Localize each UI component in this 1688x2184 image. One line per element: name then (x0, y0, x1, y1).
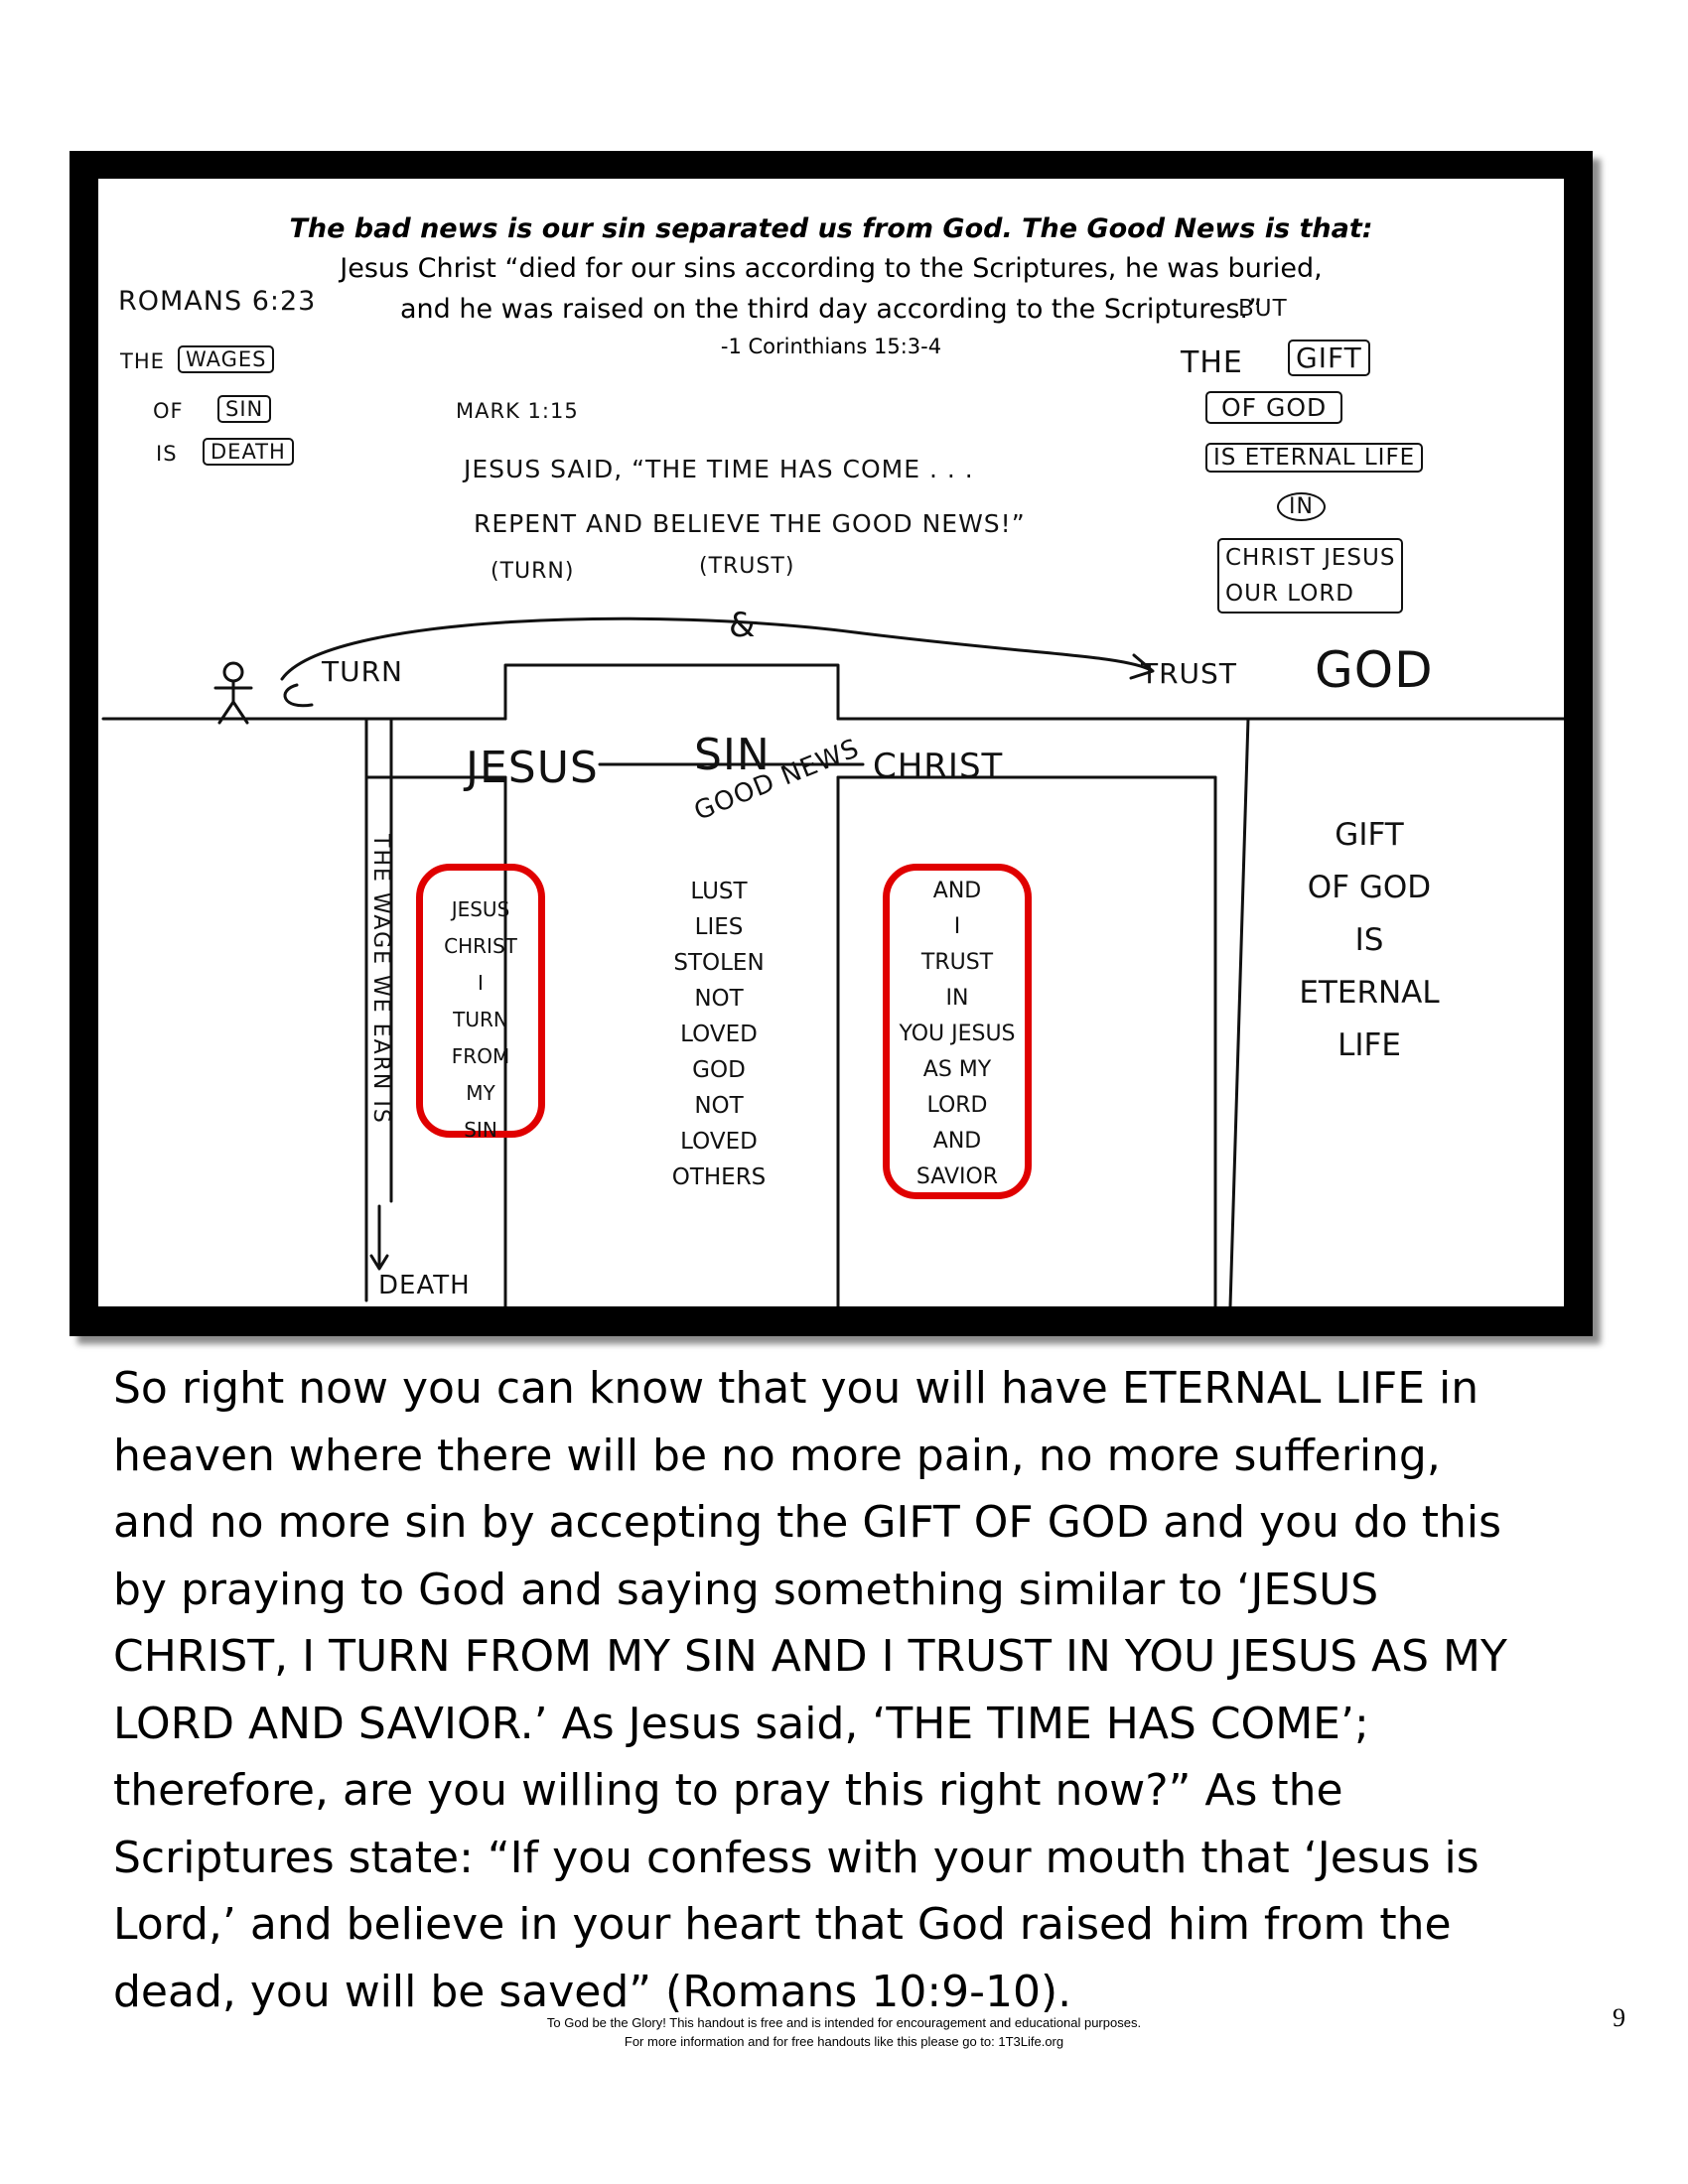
gift-box: GIFT (1288, 340, 1370, 376)
body-line: So right now you can know that you will … (113, 1363, 1479, 1414)
wages-the: THE (120, 349, 165, 373)
death-box: DEATH (203, 438, 294, 466)
gift-word: GIFT (1335, 817, 1404, 853)
body-line: CHRIST, I TURN FROM MY SIN AND I TRUST I… (113, 1631, 1507, 1682)
wage-we-earn-label: THE WAGE WE EARN IS (368, 834, 393, 1125)
turn-label: TURN (322, 655, 403, 688)
prayer-turn-word: I (478, 971, 484, 995)
cross-sin-label: SIN (694, 730, 771, 780)
sin-box: SIN (217, 395, 272, 423)
trust-note: (TRUST) (699, 554, 795, 579)
wages-is: IS (156, 442, 178, 466)
prayer-turn-word: CHRIST (444, 934, 517, 958)
gift-word: OF GOD (1307, 870, 1432, 905)
gift-word: ETERNAL (1299, 975, 1440, 1011)
sin-word: STOLEN (673, 950, 765, 976)
wages-of: OF (153, 399, 184, 423)
prayer-trust-word: YOU JESUS (899, 1022, 1016, 1046)
prayer-turn-text: JESUS CHRIST I TURN FROM MY SIN (396, 891, 565, 1149)
body-line: dead, you will be saved” (Romans 10:9-10… (113, 1966, 1072, 2017)
wages-box: WAGES (178, 345, 275, 373)
sin-word: LOVED (680, 1022, 758, 1047)
prayer-turn-word: FROM (451, 1044, 510, 1068)
prayer-trust-word: AS MY (922, 1057, 992, 1082)
sin-word: GOD (692, 1057, 746, 1083)
repent-believe-line: REPENT AND BELIEVE THE GOOD NEWS!” (474, 509, 1026, 538)
eternal-life-box: IS ETERNAL LIFE (1205, 443, 1424, 473)
footer-line-2: For more information and for free handou… (624, 2034, 1064, 2049)
sin-word: NOT (694, 986, 744, 1012)
footer: To God be the Glory! This handout is fre… (0, 2013, 1688, 2051)
trust-label: TRUST (1141, 657, 1237, 690)
body-line: heaven where there will be no more pain,… (113, 1430, 1441, 1481)
death-label: DEATH (378, 1271, 471, 1300)
scripture-quote-line-2: and he was raised on the third day accor… (399, 294, 1263, 325)
gift-word: LIFE (1337, 1027, 1401, 1063)
prayer-trust-word: LORD (926, 1093, 988, 1118)
diagram-canvas: The bad news is our sin separated us fro… (98, 179, 1564, 1306)
body-paragraph: So right now you can know that you will … (113, 1355, 1583, 2025)
prayer-trust-word: TRUST (920, 950, 994, 975)
body-line: LORD AND SAVIOR.’ As Jesus said, ‘THE TI… (113, 1698, 1369, 1749)
prayer-trust-word: I (953, 914, 961, 939)
in-circle: IN (1277, 492, 1326, 521)
prayer-turn-word: SIN (464, 1118, 497, 1142)
sin-word: OTHERS (671, 1164, 767, 1190)
diagram-frame: The bad news is our sin separated us fro… (70, 151, 1593, 1336)
turn-note: (TURN) (491, 559, 575, 584)
sin-word: NOT (694, 1093, 744, 1119)
our-lord-label: OUR LORD (1225, 581, 1355, 607)
god-label: GOD (1315, 641, 1434, 699)
prayer-turn-word: JESUS (451, 897, 510, 921)
stick-figure-icon (213, 661, 253, 725)
christ-jesus-box: CHRIST JESUS OUR LORD (1217, 538, 1404, 614)
prayer-turn-word: TURN (453, 1008, 508, 1031)
prayer-trust-text: AND I TRUST IN YOU JESUS AS MY LORD AND SAVIOR (883, 874, 1032, 1195)
footer-line-1: To God be the Glory! This handout is fre… (546, 2015, 1142, 2030)
and-symbol: & (729, 606, 757, 645)
prayer-trust-word: AND (932, 1129, 982, 1154)
sin-word: LIES (694, 914, 744, 940)
prayer-trust-word: SAVIOR (915, 1164, 999, 1189)
body-line: by praying to God and saying something s… (113, 1564, 1379, 1615)
diagram-line-art (101, 616, 1564, 1306)
body-line: therefore, are you willing to pray this … (113, 1765, 1343, 1816)
body-line: Scriptures state: “If you confess with y… (113, 1832, 1479, 1883)
cross-christ-label: CHRIST (873, 747, 1004, 786)
sins-list: LUST LIES STOLEN NOT LOVED GOD NOT LOVED OTHERS (654, 874, 783, 1195)
prayer-trust-word: IN (945, 986, 969, 1011)
body-line: Lord,’ and believe in your heart that Go… (113, 1899, 1452, 1950)
body-line: and no more sin by accepting the GIFT OF… (113, 1497, 1502, 1548)
prayer-turn-highlight (416, 864, 545, 1138)
prayer-trust-highlight (883, 864, 1032, 1199)
sin-word: LUST (690, 879, 748, 904)
gift-the: THE (1181, 345, 1243, 380)
but-label: BUT (1238, 296, 1288, 322)
prayer-trust-word: AND (932, 879, 982, 903)
of-god-box: OF GOD (1205, 391, 1343, 424)
mark-reference: MARK 1:15 (456, 399, 579, 423)
gift-word: IS (1354, 922, 1384, 958)
jesus-said-line: JESUS SAID, “THE TIME HAS COME . . . (464, 455, 974, 483)
scripture-quote-line-1: Jesus Christ “died for our sins accordin… (340, 253, 1323, 284)
prayer-turn-word: MY (466, 1081, 495, 1105)
romans-reference: ROMANS 6:23 (118, 286, 317, 317)
cross-jesus-label: JESUS (466, 743, 599, 793)
sin-word: LOVED (680, 1129, 758, 1155)
gift-of-god-text: GIFT OF GOD IS ETERNAL LIFE (1265, 809, 1474, 1072)
page-number: 9 (1613, 2003, 1625, 2032)
bad-news-heading: The bad news is our sin separated us fro… (289, 213, 1373, 244)
scripture-citation: -1 Corinthians 15:3-4 (720, 335, 942, 358)
christ-jesus-label: CHRIST JESUS (1225, 545, 1396, 571)
